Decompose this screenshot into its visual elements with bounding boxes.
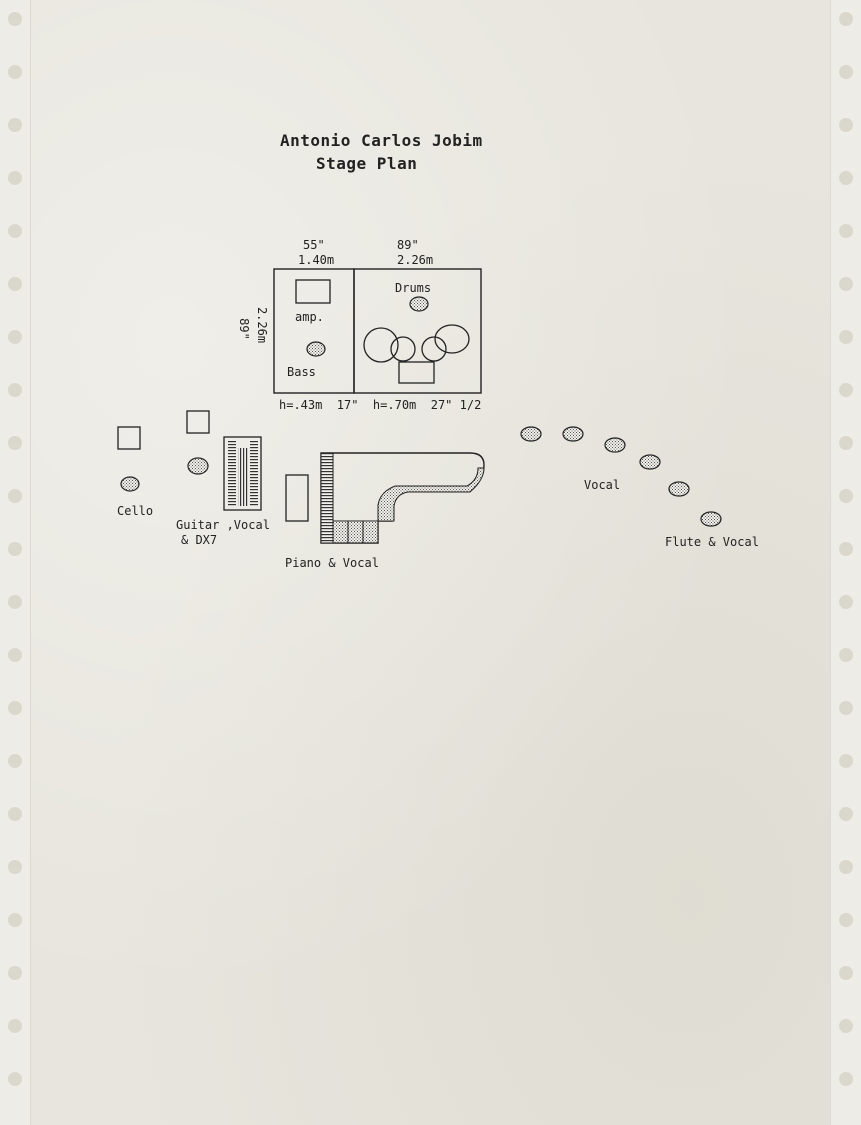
- tractor-feed-hole: [839, 966, 853, 980]
- tractor-feed-hole: [8, 701, 22, 715]
- tractor-feed-hole: [8, 754, 22, 768]
- vocal-label: Vocal: [584, 478, 621, 492]
- tractor-feed-hole: [8, 224, 22, 238]
- tractor-feed-hole: [8, 12, 22, 26]
- tractor-feed-hole: [8, 65, 22, 79]
- piano-keyboard: [320, 452, 334, 544]
- tractor-feed-hole: [8, 383, 22, 397]
- drum-riser-width-inches: 89": [397, 238, 419, 252]
- tractor-feed-hole: [8, 648, 22, 662]
- tractor-feed-hole: [839, 807, 853, 821]
- bass-riser-width-meters: 1.40m: [298, 253, 335, 267]
- riser-depth-inches: 89": [236, 318, 251, 340]
- cello-amp-icon: [117, 426, 141, 450]
- guitar-position-marker: [187, 457, 209, 475]
- tractor-feed-hole: [839, 754, 853, 768]
- bass-label: Bass: [287, 365, 316, 379]
- tractor-feed-hole: [839, 330, 853, 344]
- tractor-feed-hole: [8, 277, 22, 291]
- kick-drum-icon: [390, 336, 416, 362]
- tractor-feed-hole: [839, 277, 853, 291]
- tractor-feed-hole: [839, 1072, 853, 1086]
- drum-throne-icon: [398, 361, 435, 384]
- amp-label: amp.: [295, 310, 324, 324]
- tractor-feed-hole: [839, 118, 853, 132]
- piano-key-bed: [332, 520, 379, 544]
- drum-cymbal-marker: [409, 296, 429, 312]
- dx7-keys-2: [238, 448, 248, 506]
- guitar-label-line-2: & DX7: [181, 533, 218, 547]
- tractor-feed-hole: [8, 1072, 22, 1086]
- vocal-marker-2: [562, 426, 584, 442]
- tractor-feed-hole: [8, 542, 22, 556]
- tractor-feed-hole: [8, 913, 22, 927]
- tractor-feed-hole: [839, 913, 853, 927]
- riser-depth-meters: 2.26m: [255, 306, 270, 344]
- bass-riser-width-inches: 55": [303, 238, 325, 252]
- tractor-feed-hole: [8, 860, 22, 874]
- piano-label: Piano & Vocal: [285, 556, 379, 570]
- vocal-marker-3: [604, 437, 626, 453]
- tractor-feed-hole: [839, 542, 853, 556]
- title-line-1: Antonio Carlos Jobim: [280, 131, 483, 150]
- tractor-feed-hole: [8, 330, 22, 344]
- tractor-feed-hole: [8, 595, 22, 609]
- tractor-feed-hole: [839, 648, 853, 662]
- tractor-feed-hole: [839, 383, 853, 397]
- floor-tom-icon: [363, 327, 399, 363]
- vocal-marker-4: [639, 454, 661, 470]
- vocal-marker-1: [520, 426, 542, 442]
- dx7-keys-3: [250, 440, 258, 506]
- piano-bench-icon: [285, 474, 309, 522]
- drums-label: Drums: [395, 281, 432, 295]
- cello-position-marker: [120, 476, 140, 492]
- tractor-feed-hole: [8, 807, 22, 821]
- snare-drum-icon: [434, 324, 470, 354]
- right-tractor-feed-strip: [830, 0, 861, 1125]
- dx7-keys-1: [228, 440, 236, 506]
- tractor-feed-hole: [8, 436, 22, 450]
- tom-icon: [421, 336, 447, 362]
- tractor-feed-hole: [8, 966, 22, 980]
- bass-amp-icon: [295, 279, 331, 304]
- dx7-keyboard-icon: [223, 436, 262, 511]
- piano-lid-shading: [377, 467, 485, 522]
- tractor-feed-hole: [839, 860, 853, 874]
- drum-riser-width-meters: 2.26m: [397, 253, 434, 267]
- flute-vocal-label: Flute & Vocal: [665, 535, 759, 549]
- drum-riser: [353, 268, 482, 394]
- tractor-feed-hole: [839, 65, 853, 79]
- title-line-2: Stage Plan: [316, 154, 418, 173]
- tractor-feed-hole: [839, 595, 853, 609]
- bass-position-marker: [306, 341, 326, 357]
- tractor-feed-hole: [8, 1019, 22, 1033]
- guitar-label-line-1: Guitar ,Vocal: [176, 518, 270, 532]
- guitar-amp-icon: [186, 410, 210, 434]
- riser-heights-label: h=.43m 17" h=.70m 27" 1/2: [279, 398, 482, 412]
- tractor-feed-hole: [8, 171, 22, 185]
- tractor-feed-hole: [839, 224, 853, 238]
- cello-label: Cello: [117, 504, 154, 518]
- tractor-feed-hole: [839, 12, 853, 26]
- tractor-feed-hole: [839, 489, 853, 503]
- tractor-feed-hole: [839, 436, 853, 450]
- left-tractor-feed-strip: [0, 0, 31, 1125]
- tractor-feed-hole: [8, 489, 22, 503]
- tractor-feed-hole: [839, 701, 853, 715]
- tractor-feed-hole: [839, 171, 853, 185]
- flute-vocal-marker: [700, 511, 722, 527]
- vocal-marker-5: [668, 481, 690, 497]
- tractor-feed-hole: [8, 118, 22, 132]
- tractor-feed-hole: [839, 1019, 853, 1033]
